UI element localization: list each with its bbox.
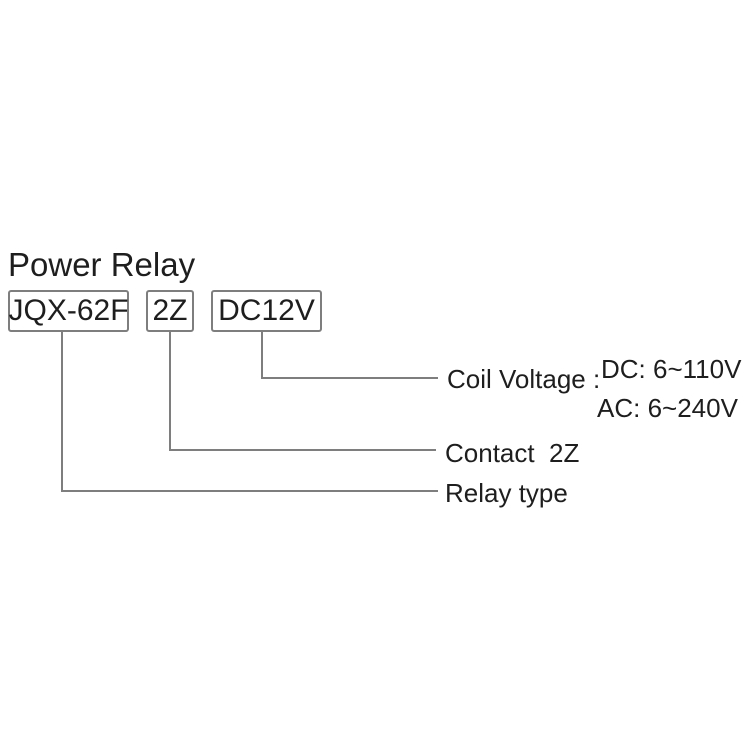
relay-type-leader-line-vertical — [61, 332, 63, 492]
code-box-coil-voltage-text: DC12V — [218, 294, 315, 327]
code-box-coil-voltage: DC12V — [211, 290, 322, 332]
coil-voltage-leader-line-horizontal — [261, 377, 438, 379]
code-box-relay-type-text: JQX-62F — [8, 294, 129, 327]
contact-leader-line-vertical — [169, 332, 171, 451]
contact-leader-line-horizontal — [169, 449, 436, 451]
code-box-contact: 2Z — [146, 290, 194, 332]
relay-type-leader-line-horizontal — [61, 490, 438, 492]
diagram-title: Power Relay — [8, 246, 196, 283]
contact-label: Contact 2Z — [445, 438, 580, 468]
code-box-relay-type: JQX-62F — [8, 290, 129, 332]
coil-voltage-ac-range: AC: 6~240V — [597, 393, 738, 423]
coil-voltage-label: Coil Voltage : — [447, 364, 601, 394]
coil-voltage-leader-line-vertical — [261, 332, 263, 379]
code-box-contact-text: 2Z — [152, 294, 188, 327]
coil-voltage-dc-range: DC: 6~110V — [601, 354, 742, 384]
relay-type-label: Relay type — [445, 478, 568, 508]
